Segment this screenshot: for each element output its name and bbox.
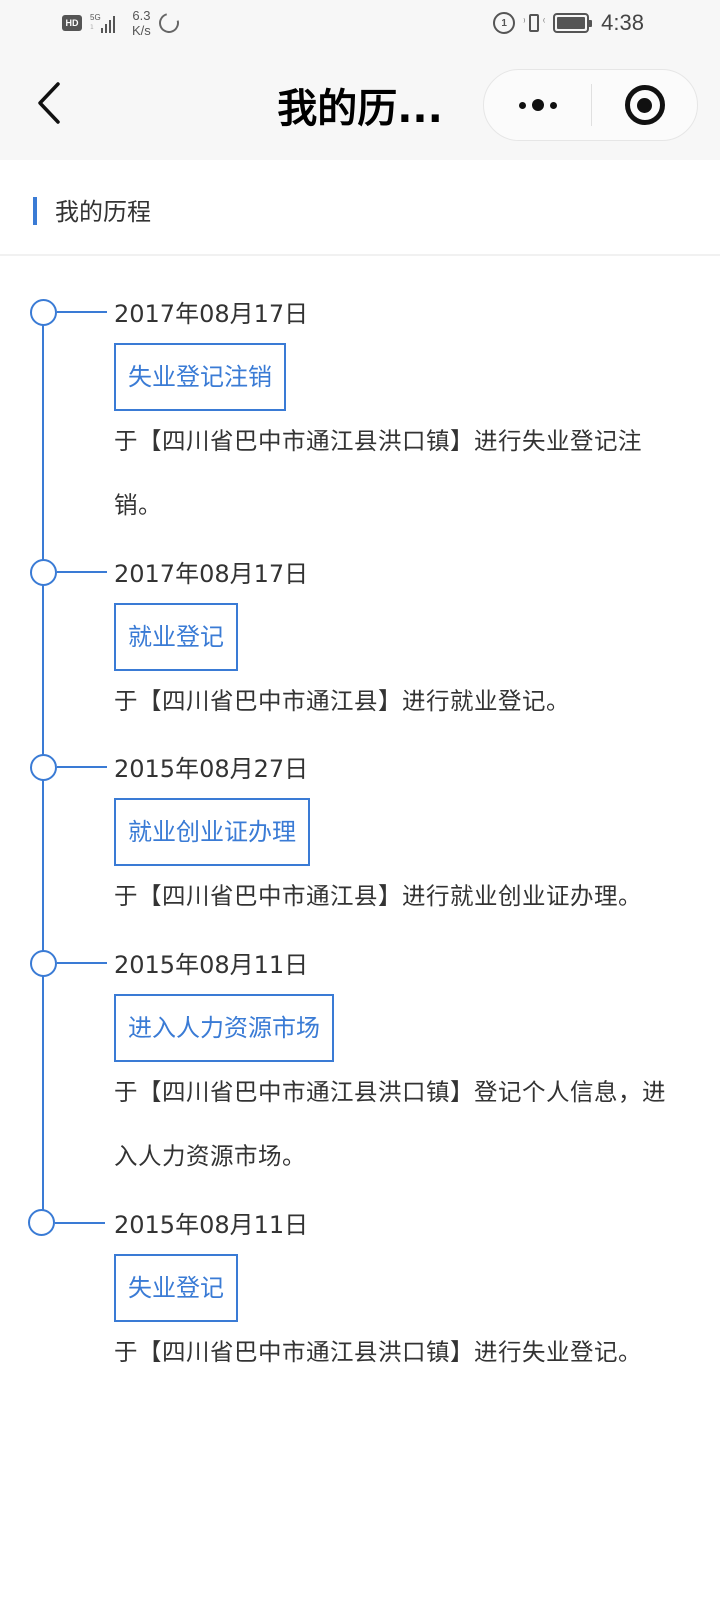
capsule-divider (591, 84, 592, 126)
more-button[interactable] (484, 70, 591, 140)
timeline-node-icon (30, 299, 57, 326)
event-description: 于【四川省巴中市通江县洪口镇】登记个人信息，进 入人力资源市场。 (114, 1060, 684, 1188)
loading-icon (155, 9, 183, 37)
speed-unit: K/s (132, 23, 151, 38)
timeline-node-icon (30, 754, 57, 781)
event-description-line: 于【四川省巴中市通江县洪口镇】进行失业登记。 (114, 1338, 642, 1366)
event-description: 于【四川省巴中市通江县】进行就业登记。 (114, 669, 684, 733)
timeline-date: 2015年08月27日 (114, 755, 309, 783)
event-tag[interactable]: 就业创业证办理 (114, 798, 310, 866)
timeline-date: 2017年08月17日 (114, 560, 309, 588)
back-button[interactable] (30, 78, 80, 128)
timeline-date: 2015年08月11日 (114, 1211, 309, 1239)
section-title: 我的历程 (55, 198, 151, 226)
timeline-date: 2015年08月11日 (114, 951, 309, 979)
battery-icon (553, 13, 593, 33)
signal-bars (101, 16, 115, 33)
timeline-date: 2017年08月17日 (114, 300, 309, 328)
event-tag[interactable]: 就业登记 (114, 603, 238, 671)
signal-icon: 5G 1 (90, 11, 124, 35)
status-right: 1 ⁾ ⁽ 4:38 (493, 10, 644, 36)
nav-bar: 我的历... (0, 50, 720, 160)
section-accent-bar (33, 197, 37, 225)
target-circle-icon (624, 85, 665, 125)
timeline-connector (57, 311, 107, 313)
event-tag[interactable]: 失业登记 (114, 1254, 238, 1322)
event-description-line: 销。 (114, 491, 162, 519)
timeline-connector (55, 1222, 105, 1224)
more-dots-icon (518, 101, 526, 109)
network-type-label: 5G (90, 13, 101, 22)
page-title: 我的历... (0, 76, 720, 134)
network-speed: 6.3 K/s (132, 8, 151, 38)
event-description-line: 于【四川省巴中市通江县洪口镇】进行失业登记注 (114, 427, 642, 455)
event-description: 于【四川省巴中市通江县】进行就业创业证办理。 (114, 864, 684, 928)
event-tag[interactable]: 失业登记注销 (114, 343, 286, 411)
sim-label: 1 (90, 24, 94, 31)
status-bar: HD 5G 1 6.3 K/s 1 ⁾ ⁽ 4:38 (0, 0, 720, 50)
close-button[interactable] (592, 70, 697, 140)
status-left: HD 5G 1 6.3 K/s (62, 8, 183, 38)
event-description: 于【四川省巴中市通江县洪口镇】进行失业登记注 销。 (114, 409, 684, 537)
event-description-line: 于【四川省巴中市通江县洪口镇】登记个人信息，进 (114, 1078, 666, 1106)
mini-program-capsule (483, 69, 698, 141)
timeline-connector (57, 571, 107, 573)
timeline-node-icon (30, 559, 57, 586)
page-title-text: 我的历... (277, 86, 443, 132)
chevron-left-icon (38, 82, 60, 124)
event-description-line: 于【四川省巴中市通江县】进行就业创业证办理。 (114, 882, 642, 910)
speed-value: 6.3 (132, 8, 151, 23)
timeline-connector (57, 766, 107, 768)
timeline-node-icon (28, 1209, 55, 1236)
event-description-line: 入人力资源市场。 (114, 1142, 306, 1170)
vibrate-icon: ⁾ ⁽ (523, 12, 545, 34)
event-description: 于【四川省巴中市通江县洪口镇】进行失业登记。 (114, 1320, 684, 1384)
section-header: 我的历程 (0, 160, 720, 256)
event-description-line: 于【四川省巴中市通江县】进行就业登记。 (114, 687, 570, 715)
hd-icon: HD (62, 15, 82, 31)
event-tag[interactable]: 进入人力资源市场 (114, 994, 334, 1062)
data-saver-icon: 1 (493, 12, 516, 34)
timeline-node-icon (30, 950, 57, 977)
timeline-connector (57, 962, 107, 964)
clock: 4:38 (601, 10, 644, 35)
